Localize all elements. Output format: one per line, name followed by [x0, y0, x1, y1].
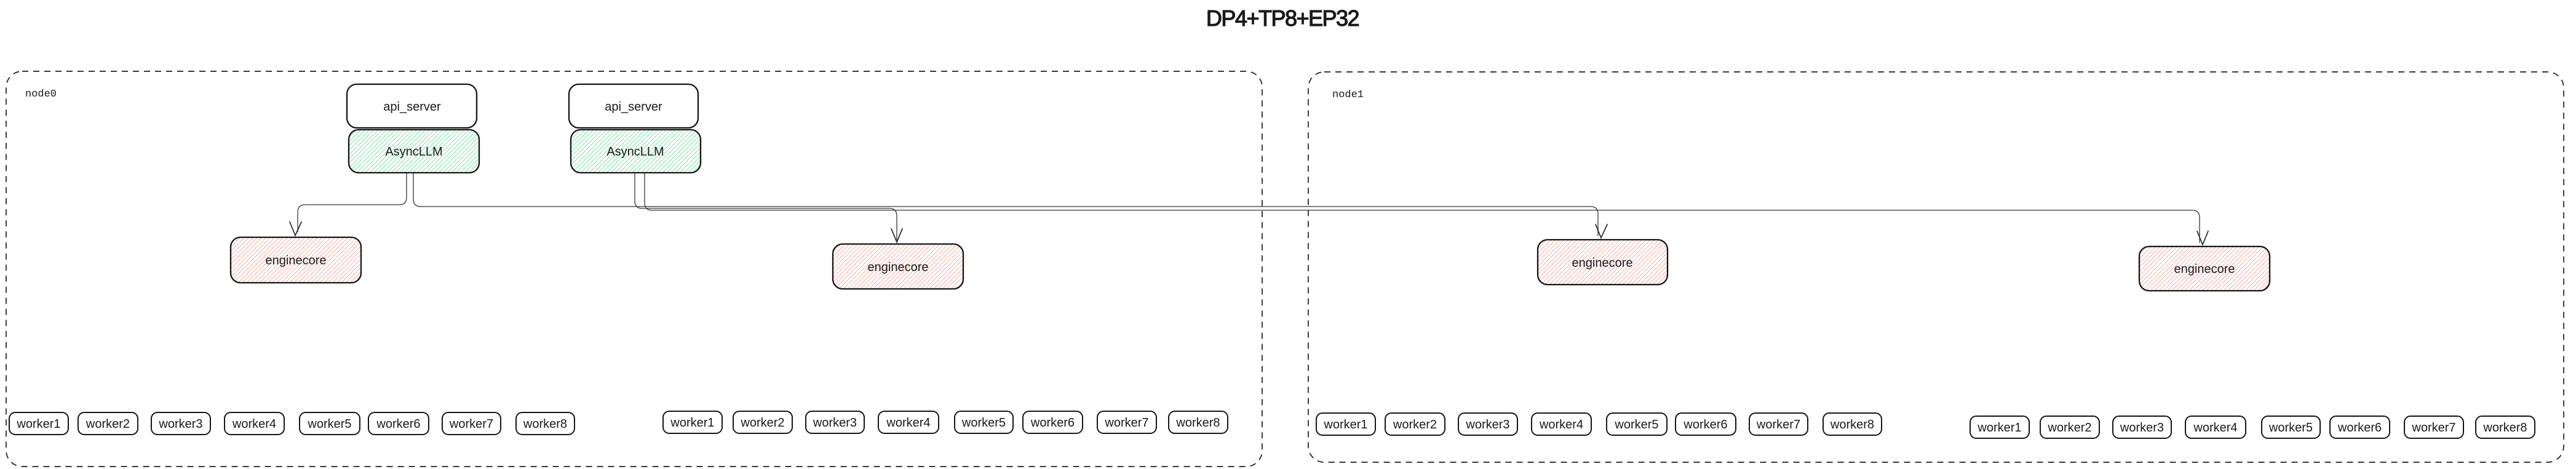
svg-text:worker8: worker8 [1830, 418, 1874, 432]
svg-text:enginecore: enginecore [1572, 256, 1633, 270]
svg-text:node0: node0 [25, 89, 57, 100]
svg-text:AsyncLLM: AsyncLLM [385, 145, 442, 159]
svg-text:worker4: worker4 [2193, 421, 2237, 435]
svg-text:worker3: worker3 [158, 417, 202, 431]
svg-text:worker7: worker7 [449, 417, 493, 431]
svg-text:api_server: api_server [605, 100, 662, 114]
svg-text:worker5: worker5 [307, 417, 351, 431]
svg-text:worker8: worker8 [2483, 421, 2527, 435]
svg-text:worker7: worker7 [1104, 416, 1148, 430]
svg-text:worker6: worker6 [1683, 418, 1727, 432]
svg-text:worker8: worker8 [1175, 416, 1220, 430]
svg-text:worker7: worker7 [1756, 418, 1800, 432]
svg-text:node1: node1 [1332, 89, 1364, 101]
svg-text:worker6: worker6 [376, 417, 420, 431]
svg-text:worker1: worker1 [16, 417, 60, 431]
svg-text:worker2: worker2 [2047, 421, 2091, 435]
svg-text:worker4: worker4 [886, 416, 930, 430]
svg-text:AsyncLLM: AsyncLLM [606, 145, 664, 159]
svg-text:worker3: worker3 [2120, 421, 2164, 435]
svg-text:worker2: worker2 [1393, 418, 1437, 432]
svg-text:worker1: worker1 [670, 416, 714, 430]
svg-text:worker1: worker1 [1323, 418, 1367, 432]
svg-text:worker5: worker5 [1614, 418, 1658, 432]
svg-text:worker3: worker3 [813, 416, 857, 430]
svg-text:worker4: worker4 [232, 417, 276, 431]
svg-text:enginecore: enginecore [266, 254, 327, 267]
svg-text:DP4+TP8+EP32: DP4+TP8+EP32 [1206, 6, 1359, 31]
svg-text:worker2: worker2 [85, 417, 130, 431]
svg-text:worker8: worker8 [523, 417, 567, 431]
svg-text:worker3: worker3 [1465, 418, 1509, 432]
svg-text:worker4: worker4 [1539, 418, 1583, 432]
svg-text:worker2: worker2 [740, 416, 784, 430]
svg-text:enginecore: enginecore [868, 261, 929, 274]
svg-text:worker6: worker6 [1030, 416, 1075, 430]
svg-text:api_server: api_server [383, 100, 441, 114]
svg-text:worker6: worker6 [2337, 421, 2382, 435]
svg-text:worker1: worker1 [1977, 421, 2021, 435]
svg-text:worker5: worker5 [961, 416, 1006, 430]
svg-text:worker7: worker7 [2411, 421, 2455, 435]
svg-text:worker5: worker5 [2268, 421, 2313, 435]
svg-text:enginecore: enginecore [2174, 262, 2235, 276]
